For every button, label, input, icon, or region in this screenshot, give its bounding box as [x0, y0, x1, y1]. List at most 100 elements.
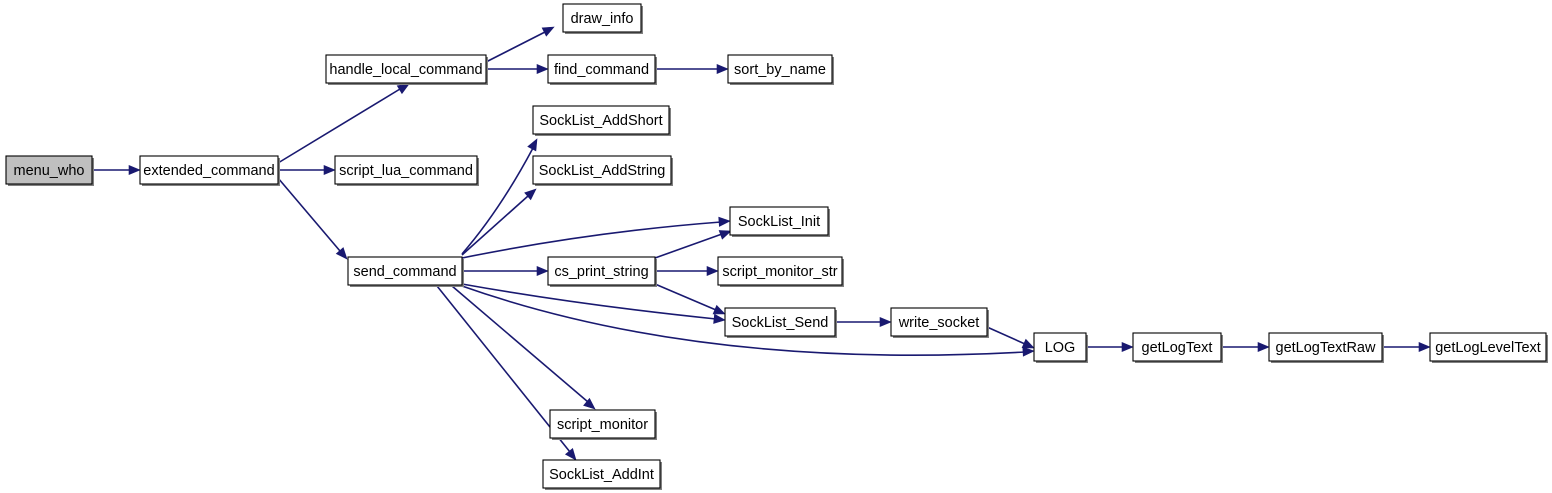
- node-box[interactable]: [347, 256, 463, 286]
- edges-layer: [92, 26, 1431, 461]
- node-box[interactable]: [547, 256, 656, 286]
- edge-write_socket-to-LOG: [986, 326, 1035, 349]
- edge-menu_who-to-extended_command: [92, 164, 141, 176]
- node-box[interactable]: [547, 54, 656, 84]
- arrowhead-icon: [1021, 338, 1035, 349]
- edge-send_command-to-script_monitor: [451, 285, 596, 410]
- node-SockList_AddInt[interactable]: SockList_AddInt: [542, 459, 662, 490]
- edge-extended_command-to-script_lua_command: [278, 164, 336, 176]
- edge-cs_print_string-to-script_monitor_str: [655, 265, 719, 277]
- node-box[interactable]: [562, 3, 642, 33]
- node-label: sort_by_name: [734, 62, 826, 78]
- node-box[interactable]: [729, 206, 829, 236]
- node-label: getLogLevelText: [1435, 340, 1541, 356]
- node-handle_local_command[interactable]: handle_local_command: [325, 54, 488, 85]
- node-extended_command[interactable]: extended_command: [139, 155, 280, 186]
- edge-extended_command-to-send_command: [277, 177, 348, 260]
- edge-cs_print_string-to-SockList_Send: [654, 283, 726, 315]
- node-getLogLevelText[interactable]: getLogLevelText: [1429, 332, 1548, 363]
- arrowhead-icon: [583, 397, 596, 410]
- node-box[interactable]: [532, 105, 670, 135]
- arrowhead-icon: [712, 304, 726, 315]
- arrowhead-icon: [1418, 341, 1431, 353]
- node-SockList_AddString[interactable]: SockList_AddString: [532, 155, 673, 186]
- arrowhead-icon: [536, 265, 549, 277]
- node-label: send_command: [353, 264, 456, 280]
- arrowhead-icon: [128, 164, 141, 176]
- node-box[interactable]: [724, 307, 836, 337]
- node-label: SockList_AddShort: [539, 113, 662, 129]
- edge-send_command-to-LOG: [461, 285, 1035, 357]
- node-label: write_socket: [898, 315, 980, 331]
- node-write_socket[interactable]: write_socket: [890, 307, 989, 338]
- node-box[interactable]: [5, 155, 93, 185]
- arrowhead-icon: [1257, 341, 1270, 353]
- node-box[interactable]: [727, 54, 833, 84]
- node-label: SockList_Send: [732, 315, 829, 331]
- node-box[interactable]: [1429, 332, 1547, 362]
- node-draw_info[interactable]: draw_info: [562, 3, 643, 34]
- node-box[interactable]: [717, 256, 843, 286]
- node-cs_print_string[interactable]: cs_print_string: [547, 256, 657, 287]
- node-getLogText[interactable]: getLogText: [1132, 332, 1223, 363]
- node-script_monitor_str[interactable]: script_monitor_str: [717, 256, 844, 287]
- node-label: SockList_AddString: [539, 163, 666, 179]
- node-label: SockList_AddInt: [549, 467, 654, 483]
- node-box[interactable]: [1268, 332, 1383, 362]
- node-script_lua_command[interactable]: script_lua_command: [334, 155, 479, 186]
- node-label: extended_command: [143, 163, 274, 179]
- node-box[interactable]: [139, 155, 279, 185]
- node-box[interactable]: [325, 54, 487, 84]
- node-SockList_Init[interactable]: SockList_Init: [729, 206, 830, 237]
- edge-LOG-to-getLogText: [1086, 341, 1134, 353]
- node-label: script_monitor: [557, 417, 648, 433]
- node-label: menu_who: [14, 163, 85, 179]
- node-box[interactable]: [1033, 332, 1087, 362]
- node-menu_who[interactable]: menu_who: [5, 155, 94, 186]
- node-label: find_command: [554, 62, 649, 78]
- edge-send_command-to-SockList_AddString: [461, 188, 537, 256]
- node-box[interactable]: [542, 459, 661, 489]
- node-label: cs_print_string: [554, 264, 648, 280]
- arrowhead-icon: [564, 448, 577, 461]
- node-SockList_Send[interactable]: SockList_Send: [724, 307, 837, 338]
- node-box[interactable]: [890, 307, 988, 337]
- arrowhead-icon: [718, 216, 731, 227]
- edge-send_command-to-SockList_AddInt: [436, 285, 577, 461]
- node-label: draw_info: [571, 11, 634, 27]
- arrowhead-icon: [1022, 346, 1035, 357]
- node-find_command[interactable]: find_command: [547, 54, 657, 85]
- edge-getLogText-to-getLogTextRaw: [1221, 341, 1270, 353]
- node-label: SockList_Init: [738, 214, 820, 230]
- edge-handle_local_command-to-draw_info: [485, 26, 555, 63]
- node-send_command[interactable]: send_command: [347, 256, 464, 287]
- node-getLogTextRaw[interactable]: getLogTextRaw: [1268, 332, 1384, 363]
- arrowhead-icon: [879, 316, 892, 328]
- nodes-layer: menu_who extended_command handle_local_com…: [5, 3, 1548, 490]
- edge-send_command-to-SockList_Init: [461, 216, 731, 259]
- node-label: script_lua_command: [339, 163, 473, 179]
- node-label: getLogTextRaw: [1276, 340, 1376, 356]
- edge-extended_command-to-handle_local_command: [277, 83, 410, 164]
- node-box[interactable]: [334, 155, 478, 185]
- node-box[interactable]: [532, 155, 672, 185]
- edge-find_command-to-sort_by_name: [655, 63, 729, 75]
- node-box[interactable]: [549, 409, 656, 439]
- arrowhead-icon: [716, 63, 729, 75]
- edge-cs_print_string-to-SockList_Init: [654, 230, 732, 259]
- edge-send_command-to-SockList_AddShort: [461, 138, 538, 255]
- node-script_monitor[interactable]: script_monitor: [549, 409, 657, 440]
- arrowhead-icon: [536, 63, 549, 75]
- node-SockList_AddShort[interactable]: SockList_AddShort: [532, 105, 671, 136]
- arrowhead-icon: [713, 313, 726, 324]
- edge-send_command-to-SockList_Send: [461, 283, 726, 324]
- node-LOG[interactable]: LOG: [1033, 332, 1088, 363]
- arrowhead-icon: [323, 164, 336, 176]
- edge-SockList_Send-to-write_socket: [835, 316, 892, 328]
- node-label: LOG: [1045, 340, 1076, 356]
- node-sort_by_name[interactable]: sort_by_name: [727, 54, 834, 85]
- node-box[interactable]: [1132, 332, 1222, 362]
- node-label: script_monitor_str: [722, 264, 837, 280]
